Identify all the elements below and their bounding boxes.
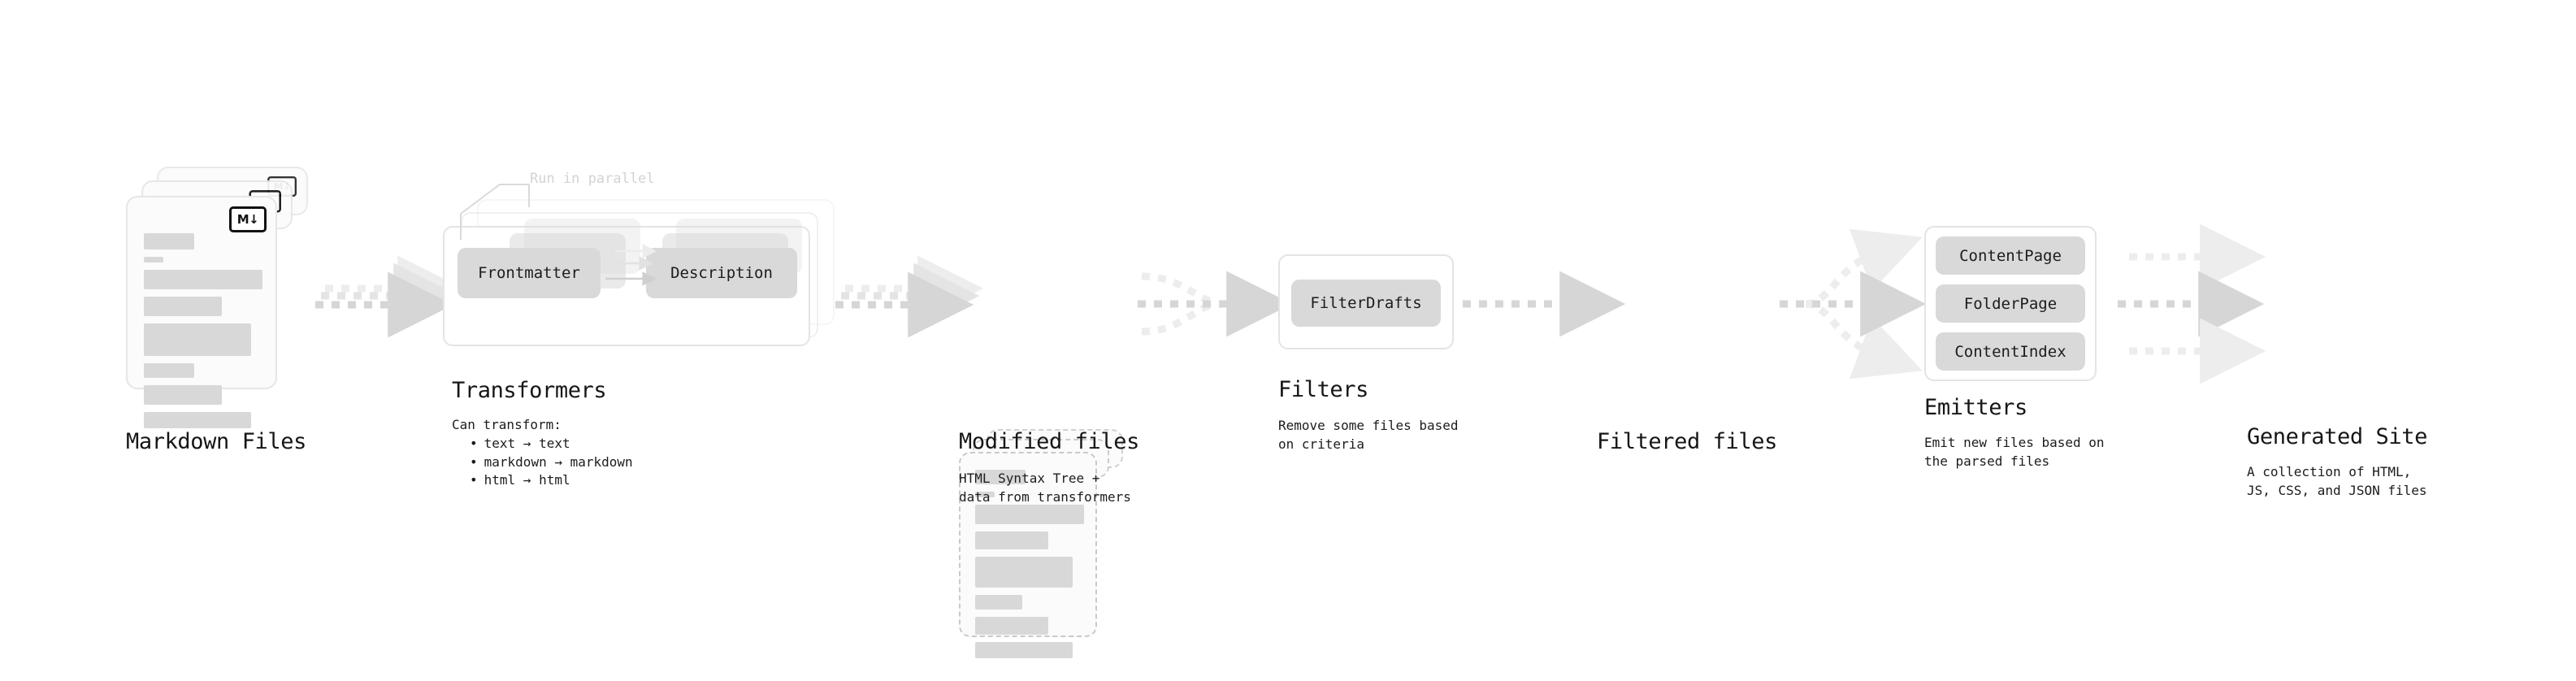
doc-line: [144, 233, 194, 249]
emitter-chip-contentpage[interactable]: ContentPage: [1936, 236, 2085, 275]
doc-line: [975, 492, 995, 497]
doc-line: [144, 323, 251, 356]
modified-placeholder-lines: [975, 470, 1084, 666]
doc-line: [975, 642, 1073, 658]
doc-line: [144, 297, 222, 316]
transformer-chip-description[interactable]: Description: [646, 248, 797, 298]
run-in-parallel-bracket: [460, 184, 530, 240]
stage-emitters: ContentPage FolderPage ContentIndex: [1924, 226, 2111, 388]
emitter-chip-folderpage[interactable]: FolderPage: [1936, 284, 2085, 323]
doc-line: [144, 385, 222, 405]
stage-subtitle-emitters: Emit new files based on the parsed files: [1924, 435, 2105, 469]
doc-line: [144, 412, 251, 428]
doc-line: [144, 257, 163, 262]
stage-title-markdown-files: Markdown Files: [126, 429, 306, 454]
arrow-filtered-to-emitters: [1780, 228, 1927, 380]
doc-line: [975, 470, 1026, 484]
stage-title-modified-files: Modified files: [959, 429, 1139, 454]
doc-line: [975, 531, 1048, 549]
filter-chip-filterdrafts[interactable]: FilterDrafts: [1291, 280, 1441, 327]
doc-line: [975, 505, 1084, 524]
stage-title-emitters: Emitters: [1924, 395, 2027, 420]
stage-subtitle-filters: Remove some files based on criteria: [1278, 418, 1459, 452]
stage-filters: FilterDrafts: [1278, 254, 1457, 360]
arrow-modified-to-filters: [1138, 271, 1293, 337]
stage-subtitle-transformers: Can transform:: [452, 417, 562, 432]
doc-line: [975, 557, 1073, 588]
stage-modified-files: [959, 429, 1146, 673]
doc-line: [144, 363, 194, 378]
markdown-placeholder-lines: [144, 233, 262, 436]
modified-card-front[interactable]: [959, 452, 1097, 658]
stage-title-transformers: Transformers: [452, 378, 607, 403]
emitter-chip-contentindex[interactable]: ContentIndex: [1936, 332, 2085, 371]
stage-title-filtered-files: Filtered files: [1597, 429, 1777, 454]
transformer-chip-frontmatter[interactable]: Frontmatter: [458, 248, 601, 298]
transformers-note-run-in-parallel: Run in parallel: [530, 171, 655, 187]
stage-transformers: Frontmatter Description Frontmatter Desc…: [443, 184, 849, 362]
markdown-badge-icon: M↓: [229, 206, 267, 232]
stage-subtitle-modified-files: HTML Syntax Tree + data from transformer…: [959, 471, 1131, 505]
arrow-markdown-to-transformers: [315, 255, 464, 338]
markdown-card-front[interactable]: M↓: [126, 196, 277, 428]
transformers-bullet: markdown → markdown: [470, 453, 633, 472]
transformers-bullet: text → text: [470, 435, 633, 453]
arrow-emitters-to-site: [2118, 223, 2266, 384]
stage-subtitle-generated-site: A collection of HTML, JS, CSS, and JSON …: [2247, 464, 2427, 498]
transformer-inner-arrows: [605, 244, 657, 286]
doc-line: [144, 270, 262, 289]
transformers-bullet-list: text → text markdown → markdown html → h…: [455, 435, 633, 490]
doc-line: [975, 617, 1048, 635]
transformers-bullet: html → html: [470, 471, 633, 490]
doc-line: [975, 595, 1022, 609]
stage-title-filters: Filters: [1278, 377, 1368, 402]
stage-markdown-files: M↓ M↓ M↓: [126, 167, 313, 428]
stage-title-generated-site: Generated Site: [2247, 424, 2427, 449]
